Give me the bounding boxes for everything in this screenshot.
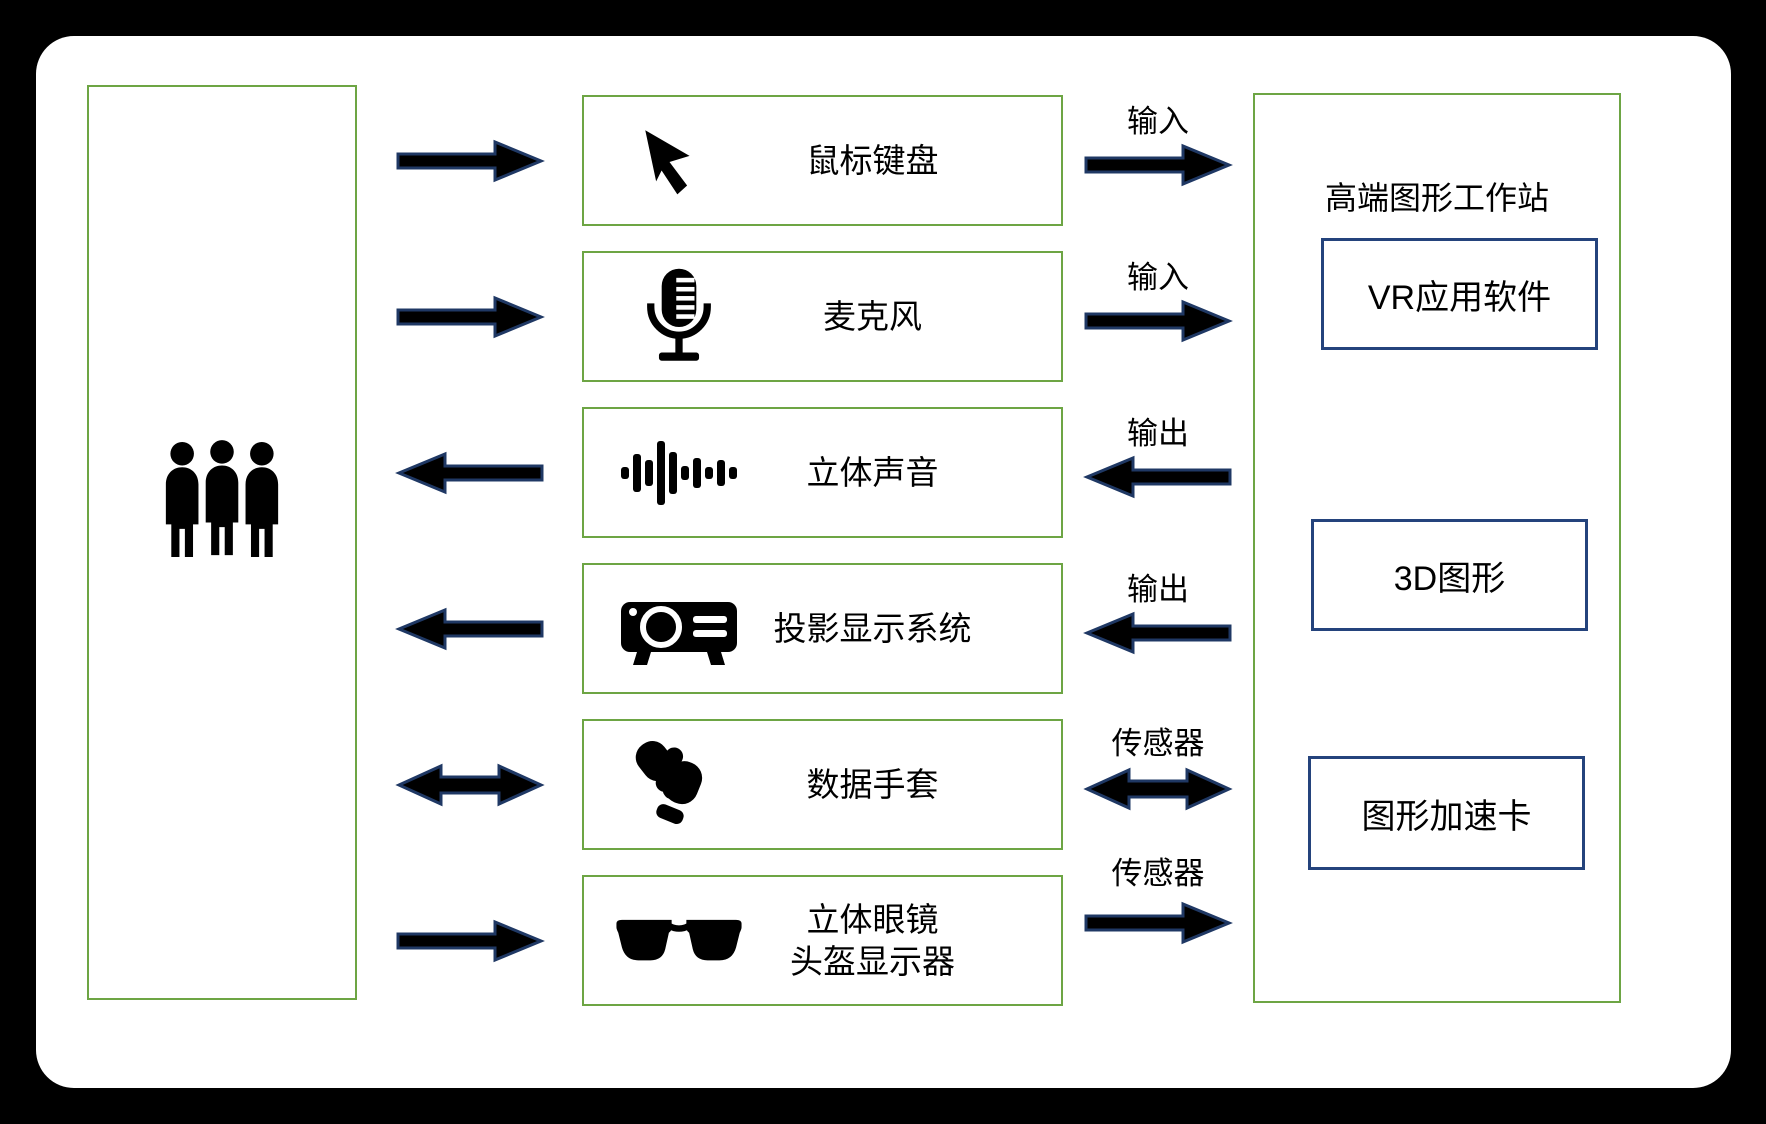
device-box-stereo-sound: 立体声音 (582, 407, 1063, 538)
people-icon (155, 439, 289, 559)
flow-label-output: 输出 (1127, 416, 1189, 451)
arrow-right-icon (1083, 297, 1233, 345)
gloves-icon (614, 733, 744, 837)
arrow-right-icon (395, 293, 545, 341)
flow-label-input: 输入 (1127, 260, 1189, 295)
sound-wave-icon (614, 431, 744, 515)
device-box-mouse-keyboard: 鼠标键盘 (582, 95, 1063, 226)
arrow-left-icon (1083, 453, 1233, 501)
microphone-icon (614, 265, 744, 369)
module-label: VR应用软件 (1367, 278, 1552, 317)
arrow-right-icon (395, 917, 545, 965)
device-label-line2: 头盔显示器 (790, 942, 955, 980)
module-label: 3D图形 (1393, 559, 1506, 598)
device-box-data-gloves: 数据手套 (582, 719, 1063, 850)
workstation-title: 高端图形工作站 (1324, 180, 1549, 216)
arrow-right-icon (1083, 899, 1233, 947)
device-box-microphone: 麦克风 (582, 251, 1063, 382)
arrow-both-icon (1083, 765, 1233, 813)
device-label: 投影显示系统 (773, 609, 972, 647)
arrow-both-icon (395, 761, 545, 809)
module-box-3d-graphics: 3D图形 (1311, 519, 1588, 631)
flow-label-input: 输入 (1127, 104, 1189, 139)
user-box (87, 85, 357, 1000)
arrow-right-icon (1083, 141, 1233, 189)
module-box-vr-software: VR应用软件 (1321, 238, 1598, 350)
arrow-left-icon (395, 605, 545, 653)
device-label: 麦克风 (823, 297, 922, 335)
device-box-stereo-glasses: 立体眼镜 头盔显示器 (582, 875, 1063, 1006)
arrow-left-icon (395, 449, 545, 497)
flow-label-sensor: 传感器 (1111, 726, 1205, 761)
projector-icon (614, 588, 744, 670)
device-label: 立体眼镜 头盔显示器 (744, 899, 1001, 982)
arrow-left-icon (1083, 609, 1233, 657)
device-box-projector: 投影显示系统 (582, 563, 1063, 694)
device-label: 数据手套 (806, 765, 939, 803)
flow-label-output: 输出 (1127, 572, 1189, 607)
sunglasses-icon (614, 918, 744, 964)
mouse-cursor-icon (614, 118, 744, 204)
device-label: 鼠标键盘 (806, 141, 939, 179)
module-label: 图形加速卡 (1361, 797, 1532, 836)
device-label-line1: 立体眼镜 (806, 901, 939, 939)
device-label: 立体声音 (806, 453, 939, 491)
flow-label-sensor: 传感器 (1111, 856, 1205, 891)
module-box-graphics-accelerator: 图形加速卡 (1308, 756, 1585, 870)
arrow-right-icon (395, 137, 545, 185)
